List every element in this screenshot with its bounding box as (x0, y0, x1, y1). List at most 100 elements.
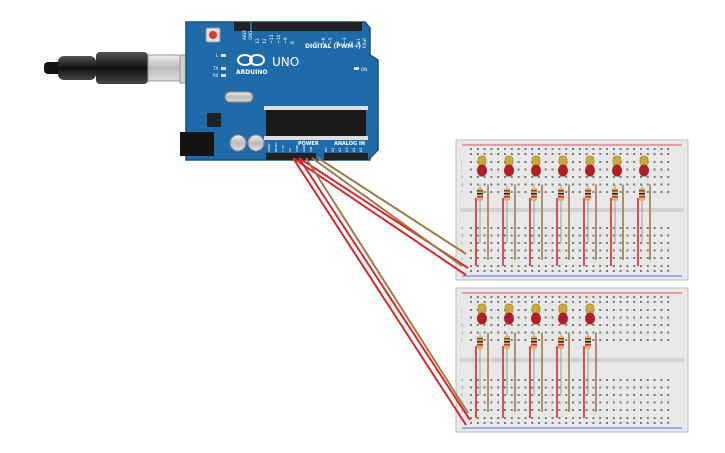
breadboard-hole[interactable] (565, 296, 568, 298)
breadboard-hole[interactable] (653, 324, 656, 326)
breadboard-hole[interactable] (633, 176, 636, 178)
breadboard-hole[interactable] (497, 316, 500, 319)
breadboard-hole[interactable] (626, 191, 629, 193)
breadboard-hole[interactable] (667, 309, 670, 311)
breadboard-hole[interactable] (578, 394, 581, 396)
reset-button[interactable] (205, 27, 221, 43)
breadboard-hole[interactable] (578, 379, 581, 381)
breadboard-hole[interactable] (524, 257, 527, 259)
breadboard-hole[interactable] (551, 386, 554, 389)
breadboard-hole[interactable] (592, 176, 595, 178)
breadboard-hole[interactable] (667, 227, 670, 229)
breadboard-hole[interactable] (585, 148, 588, 150)
breadboard-hole[interactable] (653, 227, 656, 229)
breadboard-hole[interactable] (551, 394, 554, 396)
breadboard-hole[interactable] (653, 234, 656, 237)
breadboard-hole[interactable] (572, 417, 574, 419)
breadboard-hole[interactable] (660, 153, 663, 155)
breadboard-hole[interactable] (538, 331, 540, 334)
breadboard-hole[interactable] (476, 153, 479, 155)
breadboard-hole[interactable] (646, 249, 649, 252)
breadboard-hole[interactable] (599, 386, 602, 389)
breadboard-hole[interactable] (626, 331, 629, 334)
breadboard-hole[interactable] (470, 249, 472, 252)
breadboard-hole[interactable] (660, 176, 663, 178)
breadboard-hole[interactable] (497, 270, 500, 272)
breadboard-hole[interactable] (544, 227, 547, 229)
breadboard-hole[interactable] (565, 324, 568, 326)
breadboard-hole[interactable] (599, 242, 602, 244)
breadboard-hole[interactable] (524, 331, 527, 334)
breadboard-hole[interactable] (517, 168, 520, 171)
breadboard-hole[interactable] (510, 394, 513, 396)
breadboard-hole[interactable] (633, 394, 636, 396)
breadboard-hole[interactable] (476, 183, 479, 186)
breadboard-hole[interactable] (538, 386, 540, 389)
breadboard-hole[interactable] (551, 309, 554, 311)
breadboard-hole[interactable] (510, 257, 513, 259)
breadboard-hole[interactable] (517, 324, 520, 326)
breadboard-hole[interactable] (538, 417, 540, 419)
breadboard-hole[interactable] (626, 316, 629, 319)
breadboard-hole[interactable] (470, 394, 472, 396)
breadboard-hole[interactable] (483, 249, 486, 252)
breadboard-hole[interactable] (524, 417, 527, 419)
breadboard-hole[interactable] (646, 257, 649, 259)
breadboard-hole[interactable] (633, 257, 636, 259)
breadboard-hole[interactable] (544, 324, 547, 326)
breadboard-hole[interactable] (517, 234, 520, 237)
breadboard-hole[interactable] (565, 379, 568, 381)
breadboard-hole[interactable] (599, 161, 602, 163)
breadboard-hole[interactable] (585, 394, 588, 396)
breadboard-hole[interactable] (667, 331, 670, 334)
breadboard-hole[interactable] (504, 227, 506, 229)
breadboard-hole[interactable] (606, 265, 608, 267)
breadboard-hole[interactable] (497, 409, 500, 411)
breadboard-hole[interactable] (565, 417, 568, 419)
breadboard-hole[interactable] (517, 265, 520, 267)
breadboard-hole[interactable] (483, 153, 486, 155)
breadboard-hole[interactable] (619, 394, 622, 396)
breadboard-hole[interactable] (524, 148, 527, 150)
breadboard-hole[interactable] (572, 301, 574, 303)
led-red-lens[interactable] (639, 164, 649, 177)
breadboard-hole[interactable] (599, 234, 602, 237)
breadboard-hole[interactable] (544, 168, 547, 171)
breadboard-hole[interactable] (497, 422, 500, 424)
breadboard-hole[interactable] (531, 296, 534, 298)
breadboard-hole[interactable] (538, 148, 540, 150)
breadboard-hole[interactable] (578, 339, 581, 341)
breadboard-hole[interactable] (490, 401, 493, 404)
breadboard-hole[interactable] (470, 270, 472, 272)
breadboard-hole[interactable] (626, 386, 629, 389)
breadboard-hole[interactable] (558, 176, 561, 178)
breadboard-hole[interactable] (633, 401, 636, 404)
breadboard-hole[interactable] (572, 379, 574, 381)
breadboard-hole[interactable] (578, 296, 581, 298)
breadboard-hole[interactable] (585, 324, 588, 326)
breadboard-hole[interactable] (490, 331, 493, 334)
breadboard-hole[interactable] (585, 227, 588, 229)
led-red-lens[interactable] (585, 312, 595, 325)
breadboard-hole[interactable] (626, 409, 629, 411)
breadboard-hole[interactable] (578, 227, 581, 229)
breadboard-hole[interactable] (592, 296, 595, 298)
breadboard-hole[interactable] (640, 153, 642, 155)
breadboard-hole[interactable] (640, 234, 642, 237)
breadboard-hole[interactable] (646, 331, 649, 334)
breadboard-hole[interactable] (476, 386, 479, 389)
breadboard-hole[interactable] (558, 324, 561, 326)
breadboard-hole[interactable] (646, 324, 649, 326)
breadboard-hole[interactable] (565, 265, 568, 267)
breadboard-hole[interactable] (510, 409, 513, 411)
breadboard-hole[interactable] (660, 417, 663, 419)
breadboard-hole[interactable] (470, 386, 472, 389)
breadboard-hole[interactable] (646, 265, 649, 267)
breadboard-hole[interactable] (599, 324, 602, 326)
breadboard-hole[interactable] (653, 148, 656, 150)
breadboard-hole[interactable] (633, 234, 636, 237)
breadboard-hole[interactable] (653, 386, 656, 389)
breadboard-hole[interactable] (612, 265, 615, 267)
breadboard-hole[interactable] (592, 422, 595, 424)
